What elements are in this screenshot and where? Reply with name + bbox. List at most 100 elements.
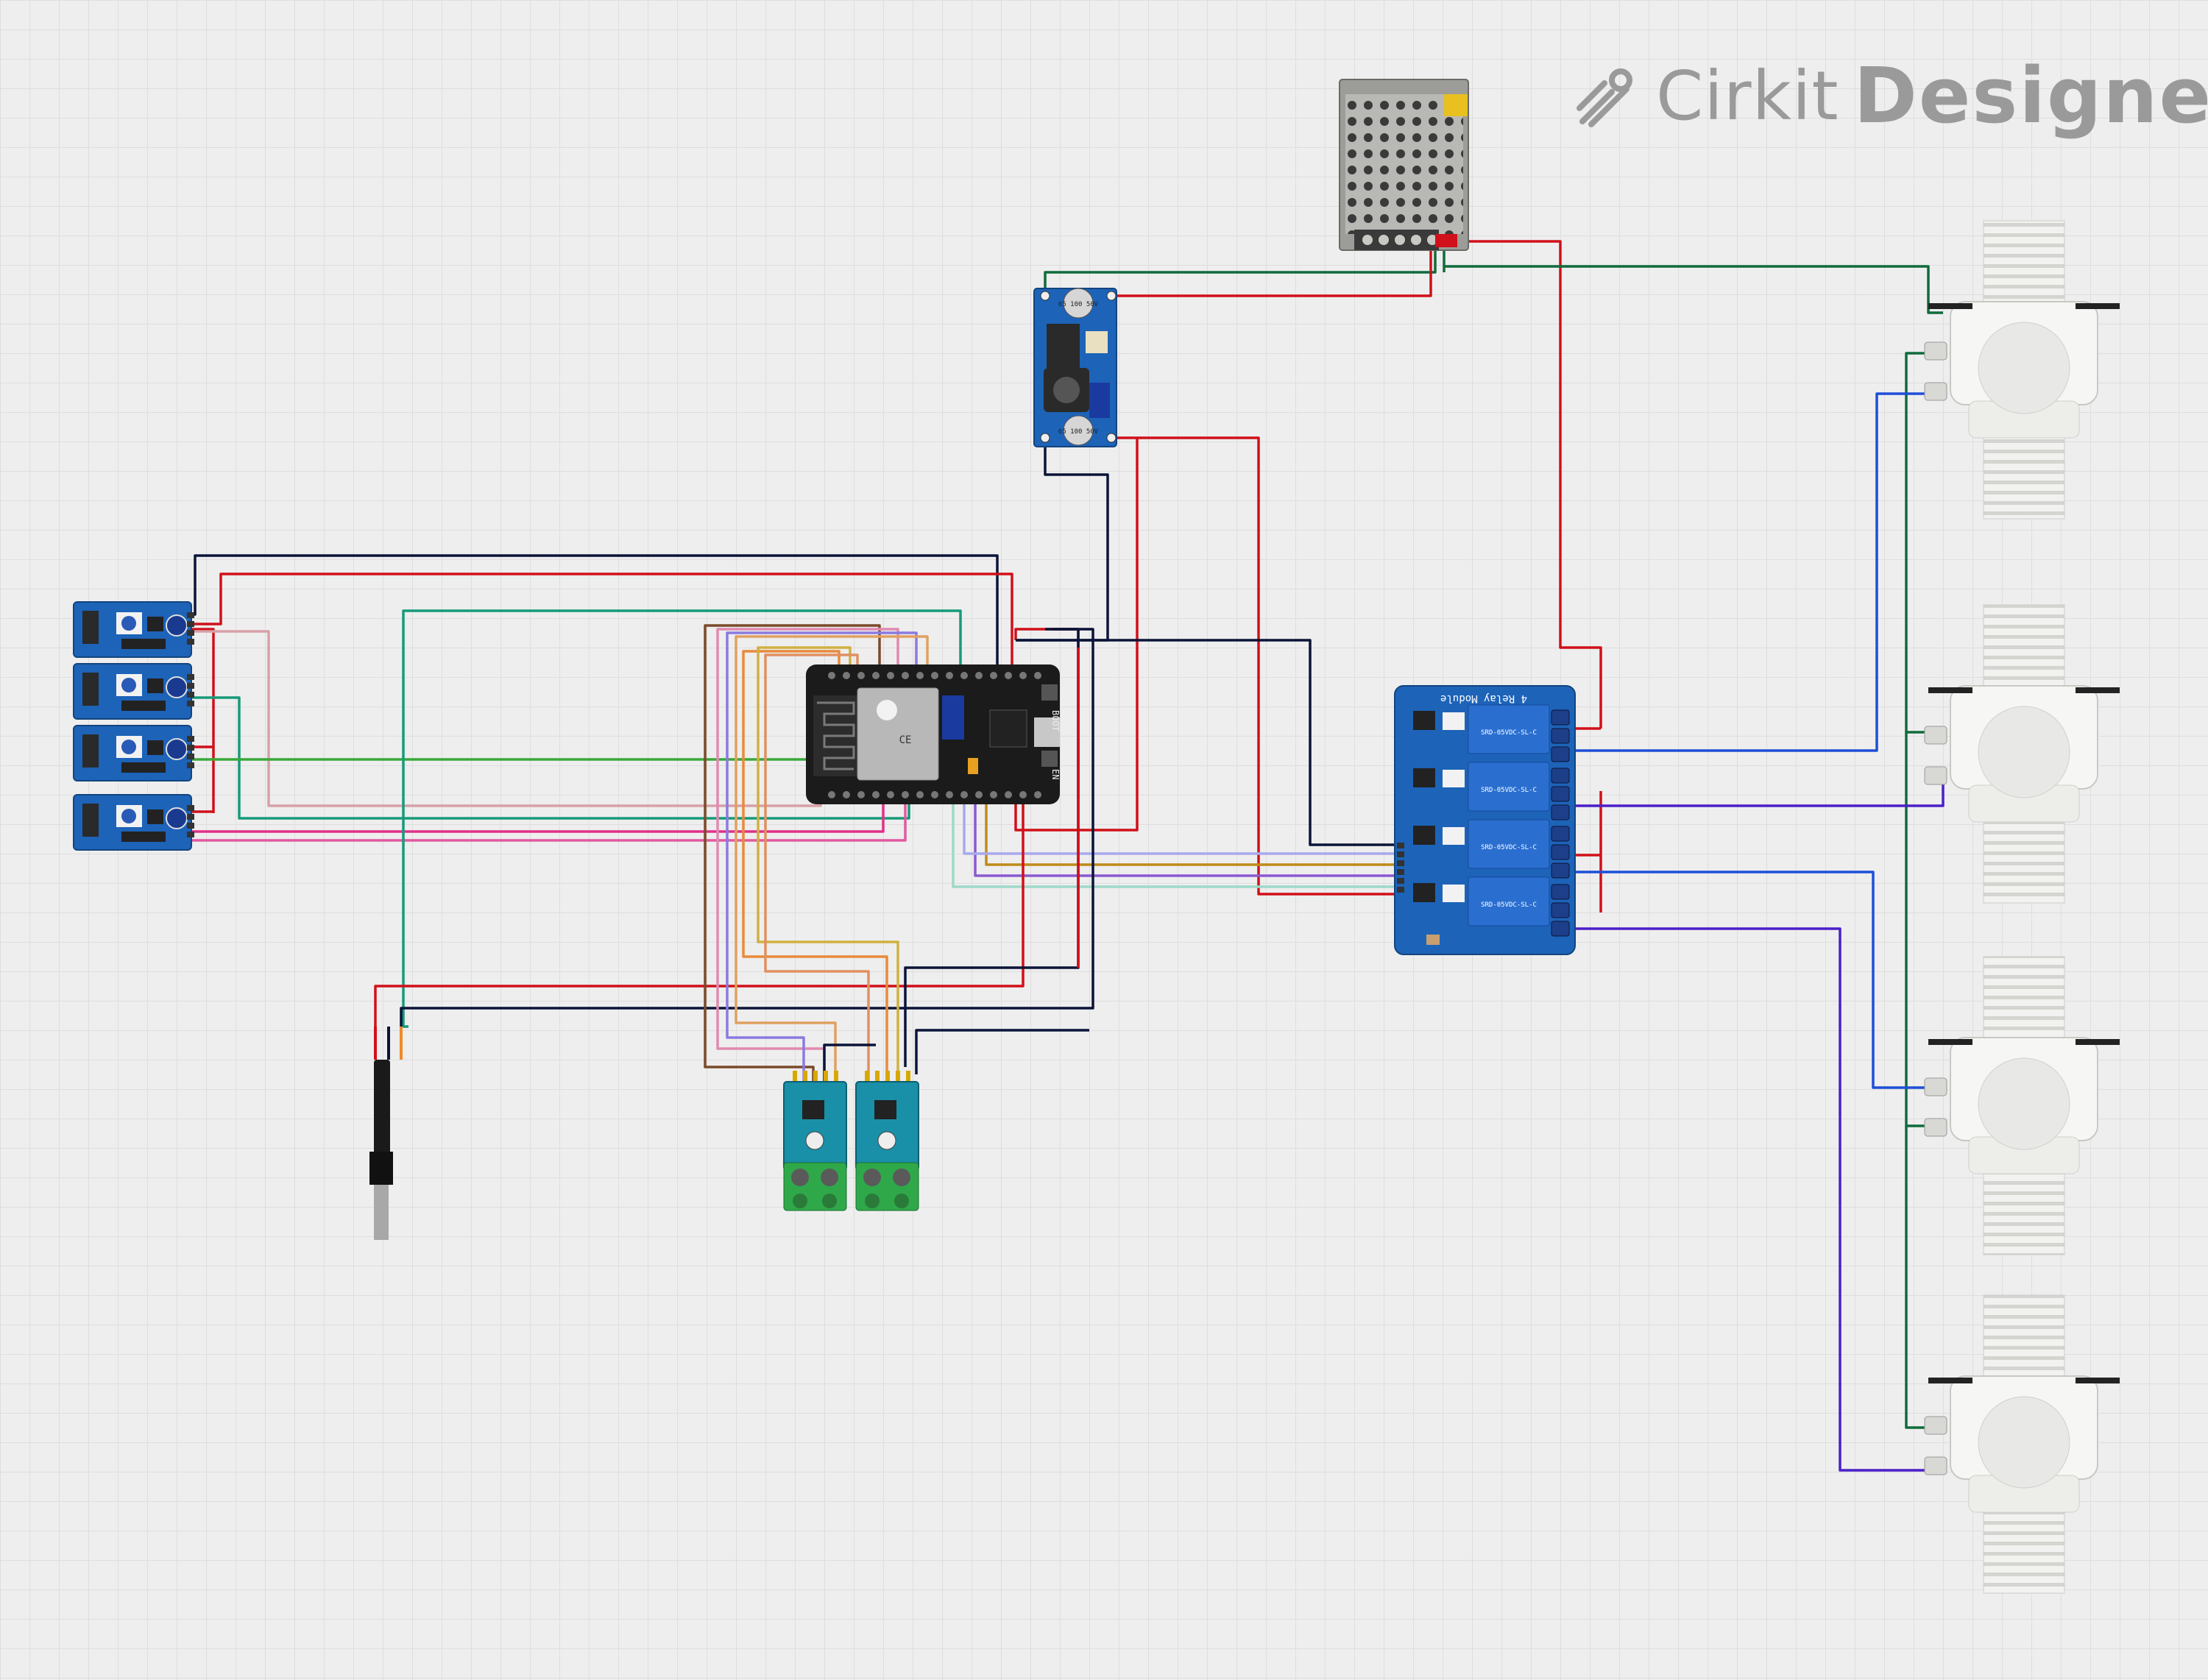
solenoid-valves [1924,220,2120,1594]
relay-terminal [1551,902,1570,918]
relay-terminal [1551,884,1570,900]
relay-screw-terminals [1551,709,1570,937]
psu-label-sticker [1444,94,1468,116]
esp32-pin-bottom [931,791,938,798]
relay-terminal [1551,826,1570,842]
esp32-pin-top [887,672,894,679]
relay-terminal [1551,921,1570,937]
sensor-module[interactable] [73,725,194,781]
buck-input-capacitor [1063,288,1094,319]
esp32-pin-bottom [857,791,865,798]
esp32-pin-bottom [828,791,835,798]
wire-psu-gnd-valves [1444,265,1943,314]
valve-terminal [1924,1456,1947,1475]
boot-label: BOOT [1050,710,1061,731]
esp32-pin-top [960,672,968,679]
relay-terminal [1551,768,1570,784]
relay-input-pin [1397,869,1404,875]
solenoid-valve[interactable] [1924,1294,2120,1594]
wire-max2-cs [757,646,899,1083]
wire-sensor-vcc-bus [188,573,1013,673]
wire-buck-gnd [1016,434,1109,642]
wire-esp-ds18b20-data [402,609,962,1028]
relay-terminal [1551,786,1570,802]
ds18b20-temperature-probe[interactable] [369,1027,403,1240]
esp32-pin-top [1034,672,1041,679]
esp32-pin-bottom [1005,791,1012,798]
relay-block: SRD-05VDC-SL-C [1413,819,1550,869]
esp32-pin-bottom [902,791,909,798]
cirkit-designer-logo: Cirkit Designer [1575,51,2208,141]
svg-text:65 100 50V: 65 100 50V [1058,428,1099,436]
esp32-pin-bottom [946,791,953,798]
wire-esp-relay-in4 [952,796,1398,888]
psu-terminals [1362,235,1437,245]
brand-name-bold: Designer [1853,51,2208,141]
max6675-chip [874,1100,896,1119]
max6675-modules [783,1071,919,1211]
wire-psu-vplus-buck [1111,243,1432,297]
buck-ic [1047,324,1080,368]
max6675-module[interactable] [855,1071,919,1211]
relay-input-pin [1397,878,1404,884]
relay-input-pin [1397,860,1404,866]
max6675-module[interactable] [783,1071,847,1211]
esp32-pin-bottom [990,791,997,798]
valve-terminal [1924,382,1947,401]
buck-cap-label-1: 65 100 50V [1058,301,1099,308]
esp32-pin-top [946,672,953,679]
wire-psu-gnd-buck [1044,243,1437,296]
sensor-module[interactable] [73,663,194,720]
solenoid-valve[interactable] [1924,956,2120,1255]
relay-model-label: SRD-05VDC-SL-C [1481,844,1537,851]
esp32-pin-bottom [916,791,924,798]
wire-esp-relay-in3 [963,796,1398,855]
wire-relay4-valve4 [1568,927,1943,1472]
relay-input-pins [1397,843,1404,893]
relay-block: SRD-05VDC-SL-C [1413,876,1550,926]
esp32-pin-bottom [1034,791,1041,798]
relay-block: SRD-05VDC-SL-C [1413,762,1550,812]
valve-terminal [1924,1077,1947,1096]
power-supply-module[interactable] [1339,79,1469,251]
relay-terminal [1551,728,1570,744]
relay-input-pin [1397,887,1404,893]
valve-terminal [1924,1118,1947,1137]
wire-max1-sck [726,631,918,1083]
buck-converter-module[interactable]: 65 100 50V 65 100 50V [1033,288,1117,447]
esp32-wroom-module [857,687,939,781]
relay-terminal [1551,804,1570,820]
wire-sensor4-do [188,796,885,833]
wire-sensor2-do [188,696,910,820]
esp32-pin-top [1019,672,1027,679]
relay-model-label: SRD-05VDC-SL-C [1481,901,1537,909]
relay-input-pin [1397,843,1404,848]
esp32-pin-top [857,672,865,679]
solenoid-valve[interactable] [1924,220,2120,520]
wire-sensor1-do [188,630,822,807]
esp32-pin-top [916,672,924,679]
buck-potentiometer [1089,383,1110,418]
esp32-devkit-board[interactable]: CE BOOT EN [806,664,1061,804]
esp32-pin-bottom [1019,791,1027,798]
relay-model-label: SRD-05VDC-SL-C [1481,787,1537,794]
relay-terminal [1551,862,1570,879]
sensor-module[interactable] [73,794,194,851]
valve-terminal [1924,766,1947,785]
relay-input-pin [1397,851,1404,857]
esp32-pin-top [1005,672,1012,679]
solenoid-valve[interactable] [1924,604,2120,904]
wire-relay2-valve2 [1568,776,1945,807]
probe-cable [374,1060,390,1155]
en-button[interactable] [1041,751,1058,767]
four-relay-module[interactable]: 4 Relay Module SRD-05VDC-SL-CSRD-05VDC-S… [1394,685,1576,955]
wire-esp-relay-in2 [974,796,1398,877]
wire-relay1-valve1 [1568,392,1943,752]
boot-button[interactable] [1041,684,1058,701]
en-label: EN [1050,769,1061,779]
esp32-pin-bottom [887,791,894,798]
usb-port [1034,717,1060,747]
probe-steel-tip [374,1185,389,1240]
sensor-module[interactable] [73,601,194,658]
